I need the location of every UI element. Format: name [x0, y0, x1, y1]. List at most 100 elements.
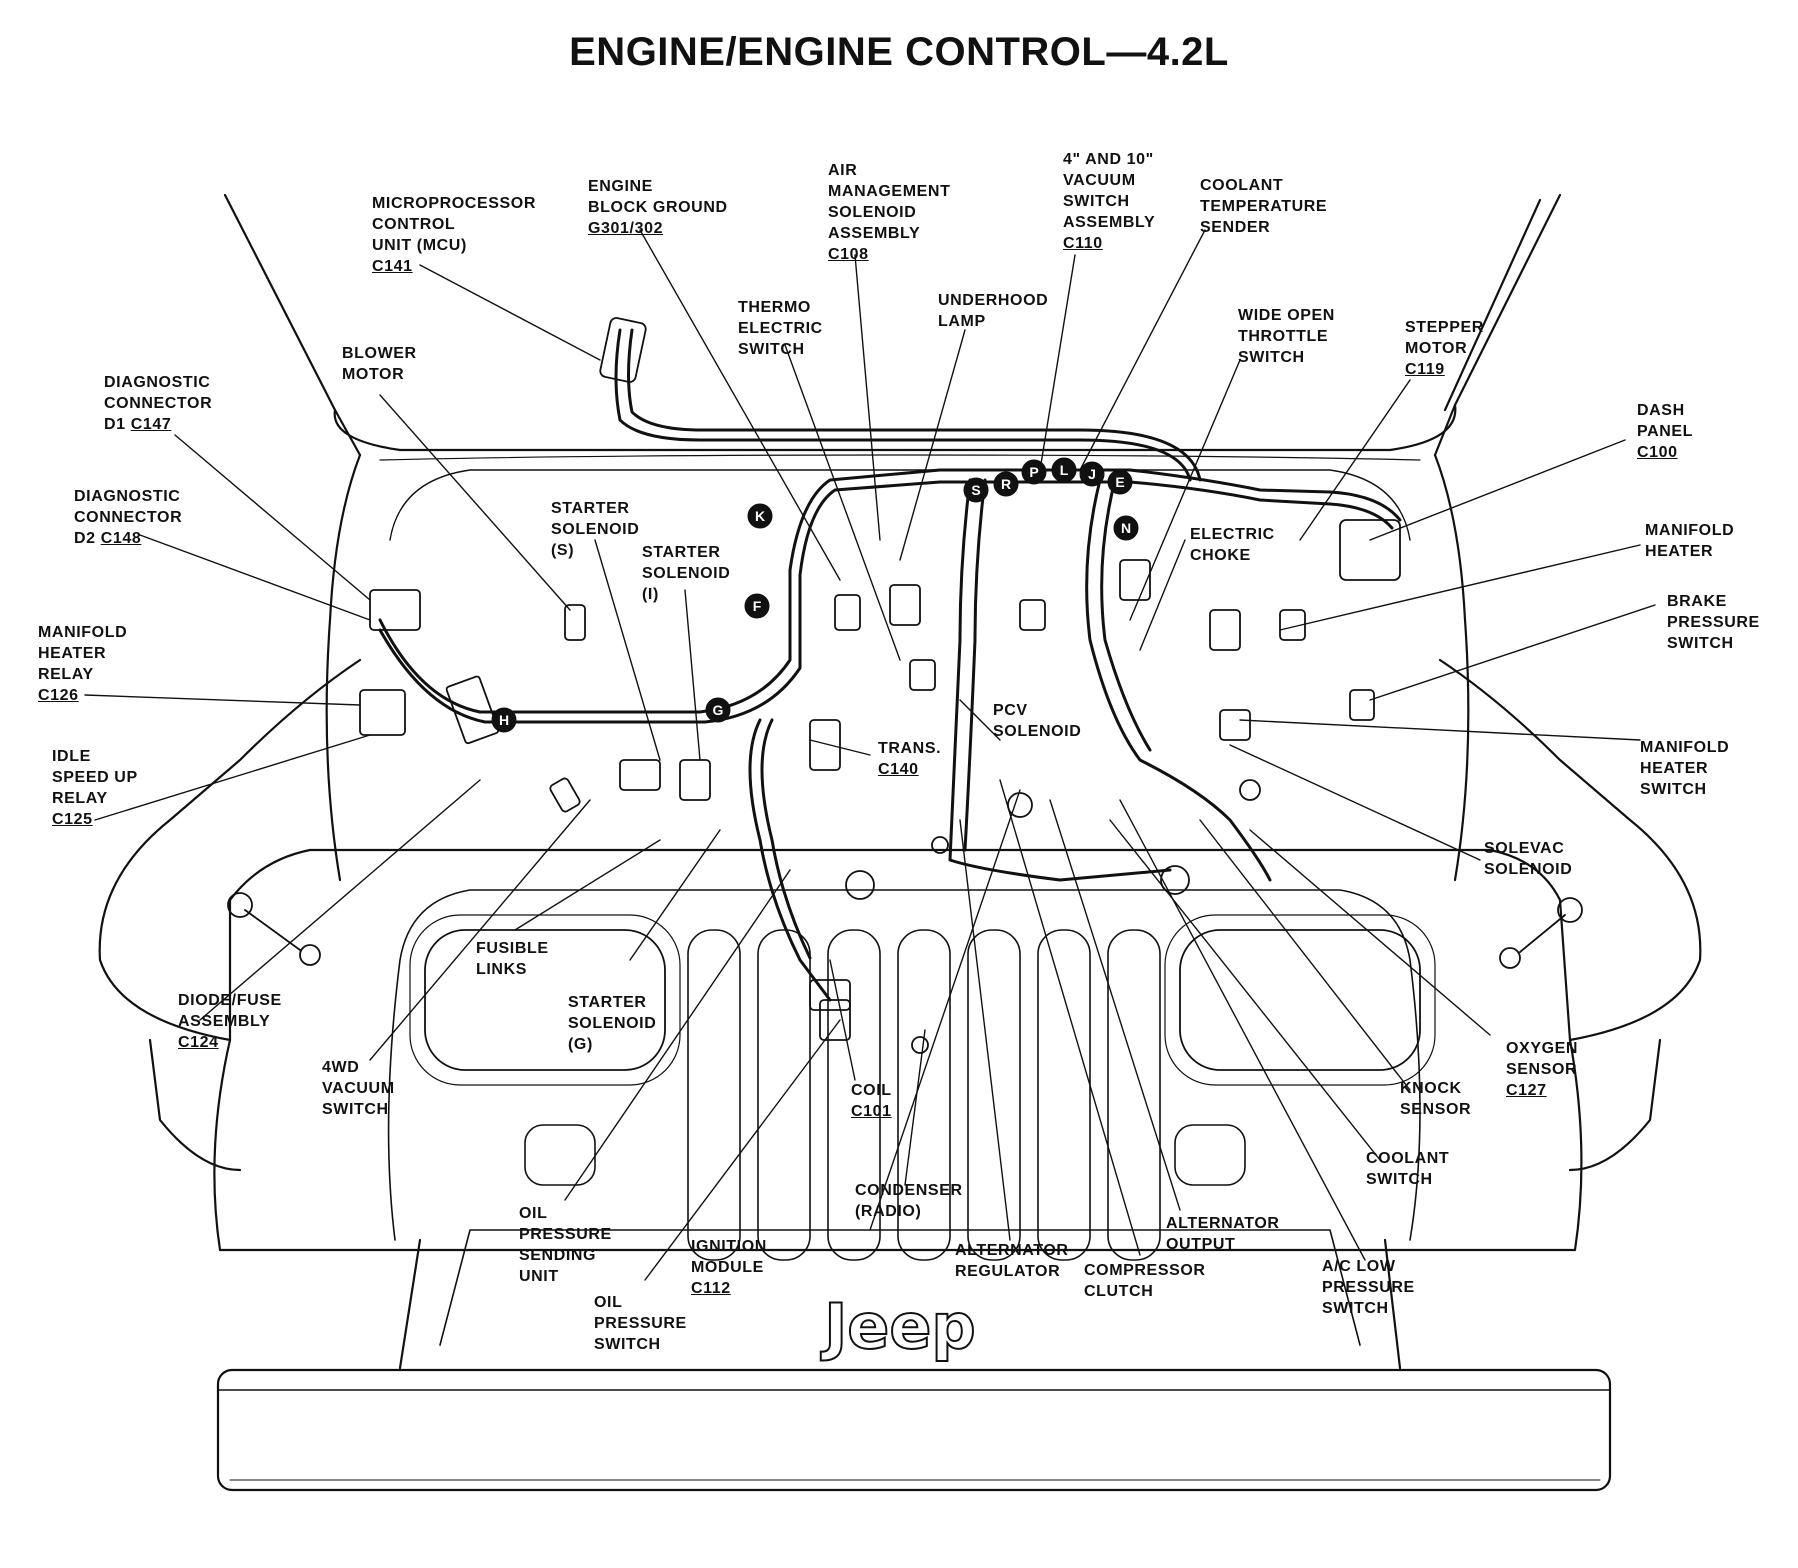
label-line: SOLENOID: [828, 204, 917, 221]
label-line: PANEL: [1637, 423, 1694, 440]
label-line: COMPRESSOR: [1084, 1262, 1206, 1279]
label-line: VACUUM: [322, 1080, 395, 1097]
label-line: SPEED UP: [52, 769, 138, 786]
label-starter-solenoid-i: STARTER SOLENOID (I): [642, 542, 730, 605]
circuit-marker-letter: R: [1001, 476, 1011, 492]
circuit-marker-k: K: [747, 503, 773, 529]
label-line: OUTPUT: [1166, 1236, 1236, 1253]
label-line: MOTOR: [1405, 340, 1468, 357]
label-line: 4" AND 10": [1063, 151, 1154, 168]
label-line: LINKS: [476, 961, 527, 978]
circuit-marker-letter: E: [1115, 474, 1124, 490]
label-line: SENDER: [1200, 219, 1271, 236]
label-line: DIAGNOSTIC: [74, 488, 181, 505]
label-line: MANAGEMENT: [828, 183, 951, 200]
label-line: PRESSURE: [1667, 614, 1760, 631]
label-blower-motor: BLOWER MOTOR: [342, 343, 417, 385]
label-line: 4WD: [322, 1059, 360, 1076]
label-line: MOTOR: [342, 366, 405, 383]
connector-id: C141: [372, 258, 413, 275]
leader-lines: [84, 229, 1656, 1281]
label-line: OXYGEN: [1506, 1040, 1579, 1057]
circuit-marker-letter: P: [1029, 464, 1038, 480]
label-ignition-module: IGNITION MODULE C112: [691, 1236, 767, 1299]
label-line: TRANS.: [878, 740, 942, 757]
label-line: ASSEMBLY: [178, 1013, 271, 1030]
label-line: COOLANT: [1200, 177, 1284, 194]
label-line: PRESSURE: [519, 1226, 612, 1243]
connector-id: C110: [1063, 235, 1103, 252]
label-condenser-radio: CONDENSER (RADIO): [855, 1180, 963, 1222]
label-line: (G): [568, 1036, 593, 1053]
label-line: FUSIBLE: [476, 940, 549, 957]
label-coolant-temperature-sender: COOLANT TEMPERATURE SENDER: [1200, 175, 1327, 238]
label-line: IGNITION: [691, 1238, 767, 1255]
label-line: SWITCH: [1322, 1300, 1389, 1317]
connector-prefix: D1: [104, 416, 126, 433]
label-line: CONDENSER: [855, 1182, 963, 1199]
label-line: (I): [642, 586, 659, 603]
connector-id: G301/302: [588, 220, 664, 237]
connector-prefix: D2: [74, 530, 96, 547]
label-brake-pressure-switch: BRAKE PRESSURE SWITCH: [1667, 591, 1760, 654]
label-air-management-solenoid: AIR MANAGEMENT SOLENOID ASSEMBLY C108: [828, 160, 950, 265]
label-line: ALTERNATOR: [1166, 1215, 1280, 1232]
circuit-marker-letter: N: [1121, 520, 1131, 536]
label-line: THERMO: [738, 299, 811, 316]
circuit-marker-s: S: [963, 477, 989, 503]
connector-id: C124: [178, 1034, 219, 1051]
label-line: SWITCH: [322, 1101, 389, 1118]
label-mcu: MICROPROCESSOR CONTROL UNIT (MCU) C141: [372, 193, 536, 277]
components: [359, 317, 1401, 1054]
label-coil: COIL C101: [851, 1080, 892, 1122]
label-line: ELECTRIC: [1190, 526, 1275, 543]
label-line: SOLENOID: [1484, 861, 1573, 878]
circuit-marker-j: J: [1079, 461, 1105, 487]
label-thermo-electric-switch: THERMO ELECTRIC SWITCH: [738, 297, 823, 360]
label-line: TEMPERATURE: [1200, 198, 1328, 215]
grille-slots: [687, 929, 1161, 1261]
label-compressor-clutch: COMPRESSOR CLUTCH: [1084, 1260, 1206, 1302]
label-idle-speed-up-relay: IDLE SPEED UP RELAY C125: [52, 746, 138, 830]
label-line: DASH: [1637, 402, 1685, 419]
label-line: UNIT: [519, 1268, 559, 1285]
label-line: SWITCH: [1063, 193, 1130, 210]
label-line: RELAY: [52, 790, 108, 807]
label-line: (S): [551, 542, 575, 559]
label-line: REGULATOR: [955, 1263, 1061, 1280]
label-diagnostic-connector-d1: DIAGNOSTIC CONNECTOR D1 C147: [104, 372, 212, 435]
label-line: UNIT (MCU): [372, 237, 467, 254]
label-line: DIODE/FUSE: [178, 992, 282, 1009]
label-line: STARTER: [551, 500, 630, 517]
label-line: SWITCH: [1640, 781, 1707, 798]
label-line: SWITCH: [594, 1336, 661, 1353]
label-ac-low-pressure-switch: A/C LOW PRESSURE SWITCH: [1322, 1256, 1415, 1319]
circuit-marker-e: E: [1107, 469, 1133, 495]
label-line: IDLE: [52, 748, 91, 765]
label-wide-open-throttle-switch: WIDE OPEN THROTTLE SWITCH: [1238, 305, 1335, 368]
connector-id: C147: [130, 416, 172, 433]
connector-id: C127: [1506, 1082, 1547, 1099]
label-line: LAMP: [938, 313, 986, 330]
circuit-marker-r: R: [993, 471, 1019, 497]
front-bumper: [216, 1368, 1612, 1492]
label-line: OIL: [519, 1205, 548, 1222]
label-line: VACUUM: [1063, 172, 1136, 189]
label-line: SWITCH: [1366, 1171, 1433, 1188]
label-line: THROTTLE: [1238, 328, 1329, 345]
label-line: ALTERNATOR: [955, 1242, 1069, 1259]
label-line: ASSEMBLY: [1063, 214, 1156, 231]
label-line: PRESSURE: [1322, 1279, 1415, 1296]
label-line: HEATER: [1645, 543, 1714, 560]
label-starter-solenoid-s: STARTER SOLENOID (S): [551, 498, 639, 561]
connector-id: C100: [1637, 444, 1678, 461]
label-alternator-regulator: ALTERNATOR REGULATOR: [955, 1240, 1069, 1282]
label-line: SENDING: [519, 1247, 597, 1264]
label-line: BLOCK GROUND: [588, 199, 728, 216]
label-electric-choke: ELECTRIC CHOKE: [1190, 524, 1275, 566]
label-manifold-heater-switch: MANIFOLD HEATER SWITCH: [1640, 737, 1729, 800]
label-line: D1 C147: [104, 414, 212, 435]
label-engine-block-ground: ENGINE BLOCK GROUND G301/302: [588, 176, 728, 239]
label-vacuum-switch-assembly: 4" AND 10" VACUUM SWITCH ASSEMBLY C110: [1063, 149, 1155, 254]
label-pcv-solenoid: PCV SOLENOID: [993, 700, 1081, 742]
